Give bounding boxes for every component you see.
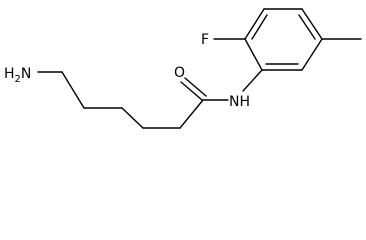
molecule-structure: H2N O NH F (4, 8, 362, 129)
bond-c5-carbonyl (179, 99, 204, 129)
ring-inner-double-2 (298, 14, 316, 40)
amine-subscript: 2 (15, 74, 21, 85)
ring-bond-5 (301, 38, 323, 71)
ring-bond-2 (244, 8, 265, 40)
ring-bond-1 (244, 38, 263, 71)
amine-n: N (21, 66, 31, 82)
bond-nh-ring (242, 69, 263, 92)
amine-h: H (4, 66, 15, 82)
fluorine-label: F (201, 32, 209, 48)
ring-bond-4 (301, 8, 323, 40)
oxygen-label: O (174, 65, 185, 81)
bond-c1-c2 (61, 71, 85, 109)
carbonyl-double-bond-a (180, 81, 203, 101)
amide-nh-label: NH (229, 94, 250, 110)
bond-c3-c4 (121, 107, 144, 129)
amine-label: H2N (4, 66, 31, 85)
ring-inner-double-1 (251, 14, 268, 40)
carbonyl-double-bond-b (184, 77, 207, 97)
